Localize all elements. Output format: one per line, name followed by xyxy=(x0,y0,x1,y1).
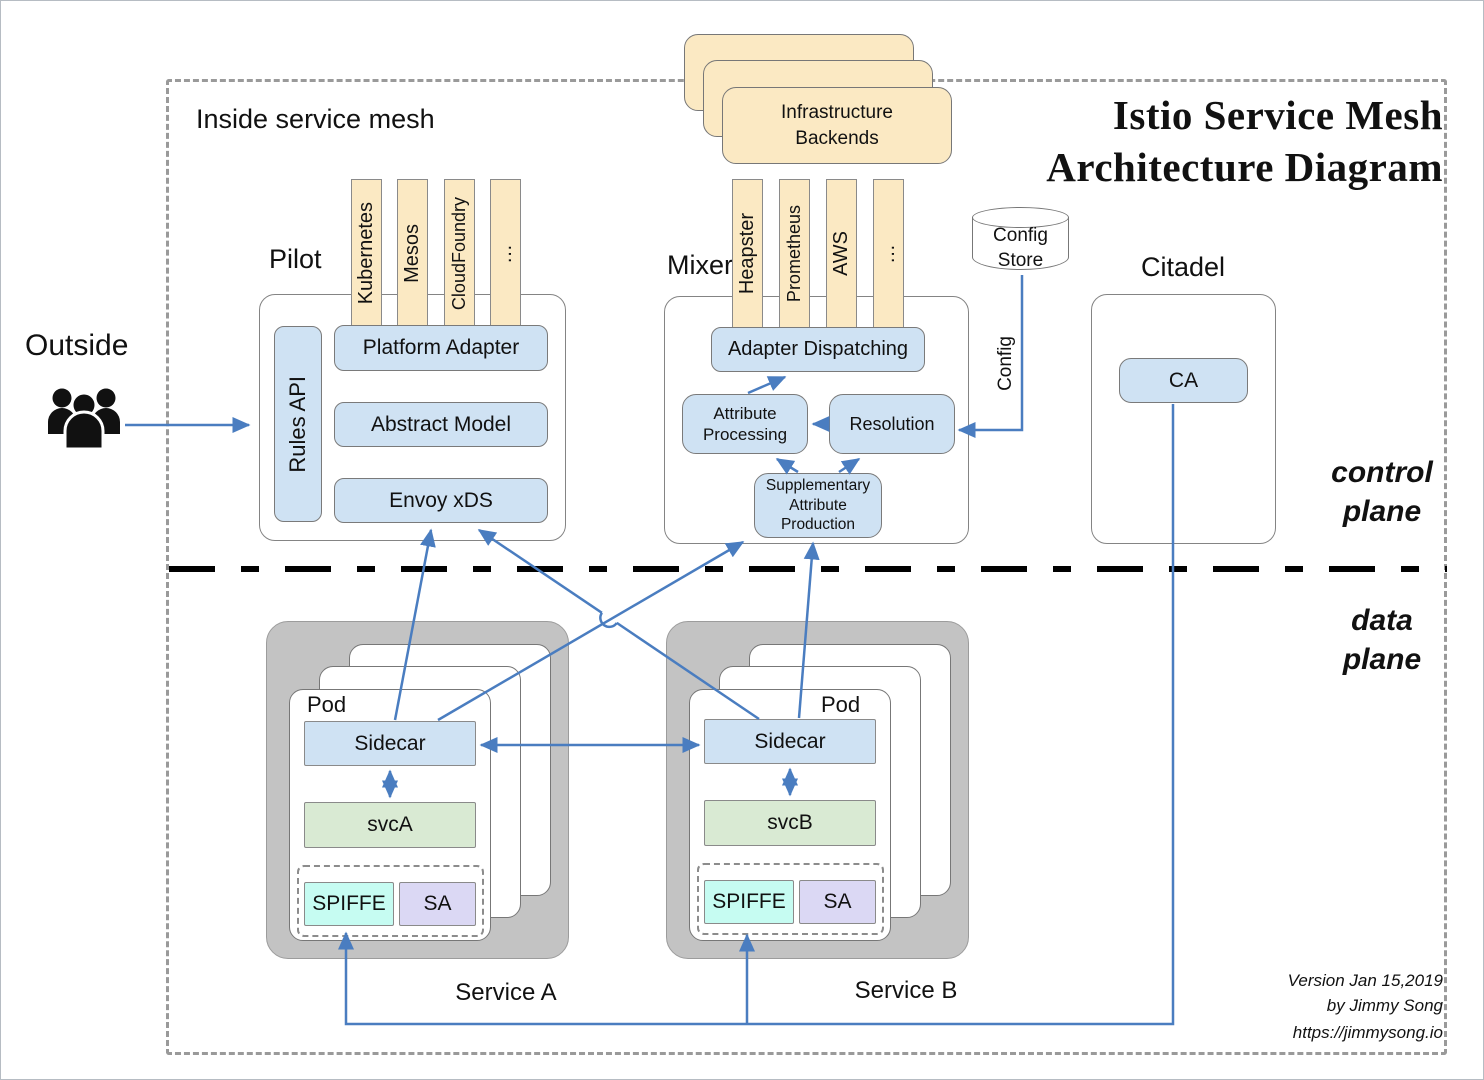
rules-api-label: Rules API xyxy=(285,375,310,473)
service-a-svc-box: svcA xyxy=(304,802,476,848)
mixer-backend-bar-heapster: Heapster xyxy=(732,179,763,328)
citadel-label: Citadel xyxy=(1141,252,1226,282)
resolution-box: Resolution xyxy=(829,394,955,454)
citadel-box xyxy=(1091,294,1276,544)
service-a-pod-label: Pod xyxy=(307,692,347,717)
rules-api-box: Rules API xyxy=(274,326,322,522)
pilot-adapter-bar-kubernetes: Kubernetes xyxy=(351,179,382,328)
abstract-model-box: Abstract Model xyxy=(334,402,548,447)
service-a-label: Service A xyxy=(455,979,557,1006)
people-group-icon xyxy=(48,388,120,451)
config-arrow-label-wrap: Config xyxy=(986,331,1026,395)
service-a-sidecar-box: Sidecar xyxy=(304,721,476,766)
mixer-backend-bar-prometheus: Prometheus xyxy=(779,179,810,328)
supplementary-attribute-production-box: Supplementary Attribute Production xyxy=(754,473,882,538)
prometheus-label: Prometheus xyxy=(784,204,804,303)
service-b-sa-box: SA xyxy=(799,880,876,924)
pilot-adapter-bar-more: … xyxy=(490,179,521,328)
pilot-adapter-bar-mesos: Mesos xyxy=(397,179,428,328)
aws-label: AWS xyxy=(830,231,852,276)
ca-box: CA xyxy=(1119,358,1248,403)
service-b-spiffe-box: SPIFFE xyxy=(704,880,794,924)
outside-label: Outside xyxy=(25,329,129,362)
service-b-sidecar-box: Sidecar xyxy=(704,719,876,764)
kubernetes-label: Kubernetes xyxy=(355,202,377,305)
pilot-ellipsis-label: … xyxy=(494,243,516,264)
mixer-backend-bar-aws: AWS xyxy=(826,179,857,328)
pilot-label: Pilot xyxy=(269,244,322,274)
site-url: https://jimmysong.io xyxy=(1292,1023,1443,1042)
attribute-processing-box: Attribute Processing xyxy=(682,394,808,454)
heapster-label: Heapster xyxy=(736,212,758,295)
service-b-svc-box: svcB xyxy=(704,800,876,846)
infra-backend-card-front: Infrastructure Backends xyxy=(722,87,952,164)
config-arrow-label: Config xyxy=(995,335,1016,391)
envoy-xds-box: Envoy xDS xyxy=(334,478,548,523)
service-b-pod-label: Pod xyxy=(821,692,861,717)
config-store-label: Config Store xyxy=(993,225,1048,271)
mixer-label: Mixer xyxy=(667,250,733,280)
service-b-label: Service B xyxy=(854,977,958,1004)
mixer-ellipsis-label: … xyxy=(877,243,899,264)
cloudfoundry-label: CloudFoundry xyxy=(449,196,469,311)
platform-adapter-box: Platform Adapter xyxy=(334,325,548,371)
pilot-adapter-bar-cloudfoundry: CloudFoundry xyxy=(444,179,475,328)
mesos-label: Mesos xyxy=(401,224,423,283)
service-a-sa-box: SA xyxy=(399,882,476,926)
diagram-title: Istio Service Mesh Architecture Diagram xyxy=(1046,92,1443,191)
mixer-backend-bar-more: … xyxy=(873,179,904,328)
config-store-cylinder-top xyxy=(972,207,1069,228)
version-text: Version Jan 15,2019 by Jimmy Song xyxy=(1287,971,1443,1015)
control-plane-label: control plane xyxy=(1331,456,1433,528)
adapter-dispatching-box: Adapter Dispatching xyxy=(711,327,925,372)
data-plane-label: data plane xyxy=(1342,604,1422,676)
inside-mesh-label: Inside service mesh xyxy=(196,104,435,134)
service-a-spiffe-box: SPIFFE xyxy=(304,882,394,926)
